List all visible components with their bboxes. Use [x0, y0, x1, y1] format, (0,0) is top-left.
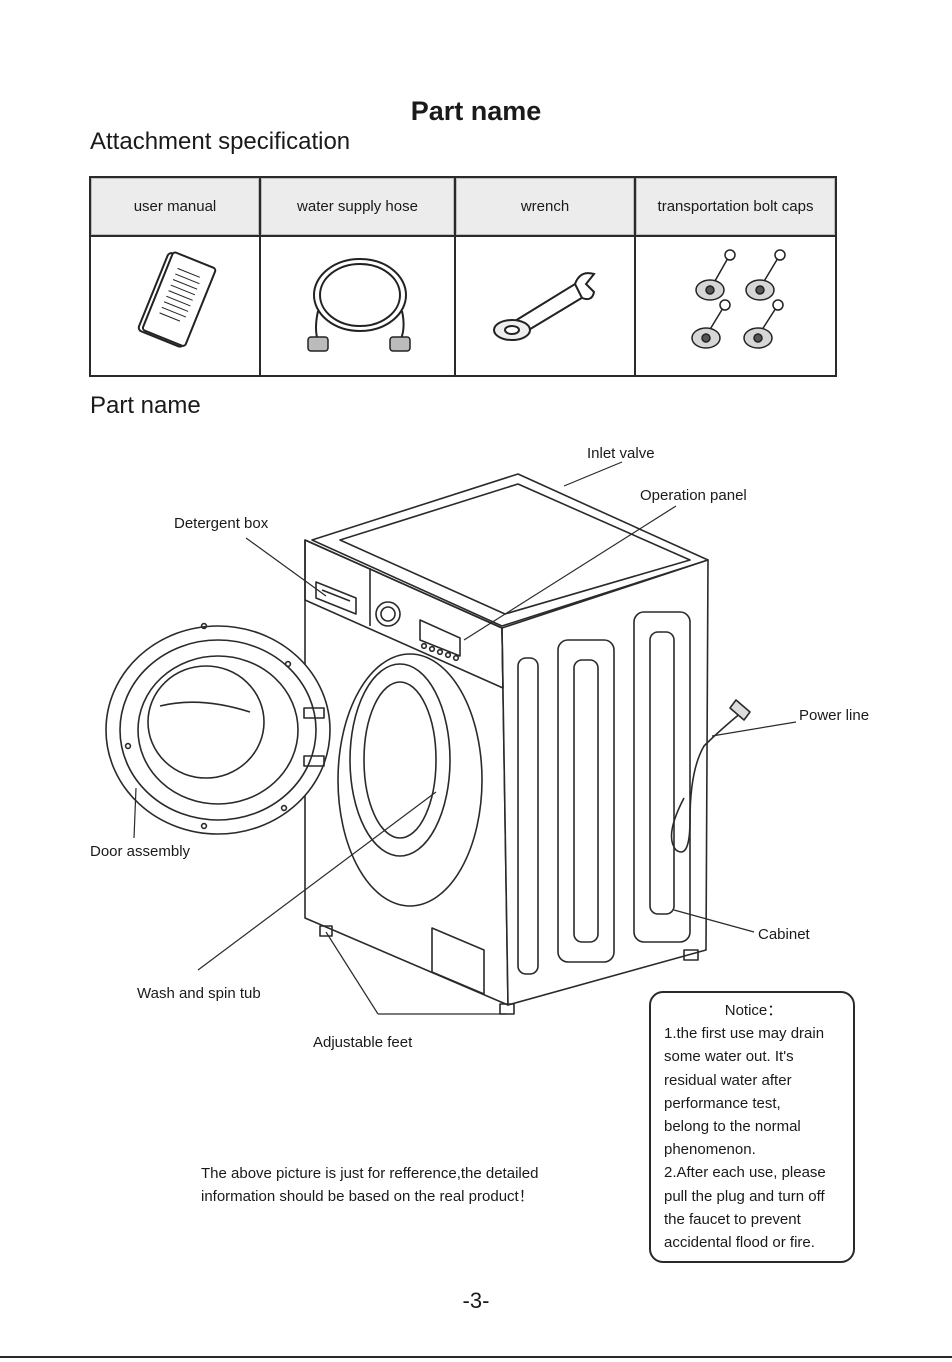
attachment-cell-wrench — [454, 235, 636, 377]
notice-line: phenomenon. — [664, 1141, 756, 1159]
label-operation-panel: Operation panel — [640, 487, 747, 504]
label-power-line: Power line — [799, 707, 870, 724]
notice-line: belong to the normal — [664, 1118, 801, 1136]
notice-line: the faucet to prevent — [664, 1210, 801, 1228]
notice-line: residual water after — [664, 1071, 792, 1089]
page-title: Part name — [410, 96, 542, 126]
attachment-cell-transportation-bolt-caps — [634, 235, 837, 377]
notice-line: 2.After each use, please — [664, 1164, 826, 1182]
attachment-heading: Attachment specification — [90, 128, 351, 155]
notice-box: Notice： 1.the first use may drain some w… — [649, 991, 855, 1263]
attachment-label-wrench: wrench — [454, 176, 636, 237]
attachment-label-user-manual: user manual — [89, 176, 261, 237]
attachment-header-row: user manual water supply hose wrench tra… — [89, 176, 837, 237]
page-number: -3- — [462, 1288, 490, 1313]
label-door-assembly: Door assembly — [90, 843, 191, 860]
attachment-label-water-supply-hose: water supply hose — [259, 176, 456, 237]
notice-line: accidental flood or fire. — [664, 1234, 815, 1252]
notice-line: some water out. It's — [664, 1048, 794, 1066]
notice-line: 1.the first use may drain — [664, 1025, 825, 1043]
user-manual-icon — [137, 251, 217, 348]
attachment-cell-user-manual — [89, 235, 261, 377]
wrench-icon — [493, 271, 596, 341]
label-wash-spin-tub: Wash and spin tub — [137, 985, 261, 1002]
disclaimer-line-2: information should be based on the real … — [201, 1188, 534, 1205]
label-adjustable-feet: Adjustable feet — [313, 1034, 413, 1051]
attachment-cell-water-supply-hose — [259, 235, 456, 377]
notice-line: performance test, — [664, 1094, 781, 1112]
part-name-heading: Part name — [90, 392, 201, 419]
attachment-image-row — [89, 235, 837, 377]
transportation-bolt-caps-icon — [690, 248, 786, 349]
attachment-table: user manual water supply hose wrench tra… — [89, 176, 837, 377]
water-supply-hose-icon — [306, 257, 411, 352]
bottom-divider — [0, 1356, 952, 1358]
label-detergent-box: Detergent box — [174, 515, 269, 532]
disclaimer: The above picture is just for refference… — [201, 1162, 538, 1208]
attachment-label-transportation-bolt-caps: transportation bolt caps — [634, 176, 837, 237]
disclaimer-line-1: The above picture is just for refference… — [201, 1165, 539, 1182]
label-cabinet: Cabinet — [758, 926, 810, 943]
label-inlet-valve: Inlet valve — [587, 445, 655, 462]
notice-title: Notice： — [724, 1002, 783, 1019]
washing-machine-illustration — [105, 461, 797, 1015]
notice-line: pull the plug and turn off — [664, 1187, 825, 1205]
